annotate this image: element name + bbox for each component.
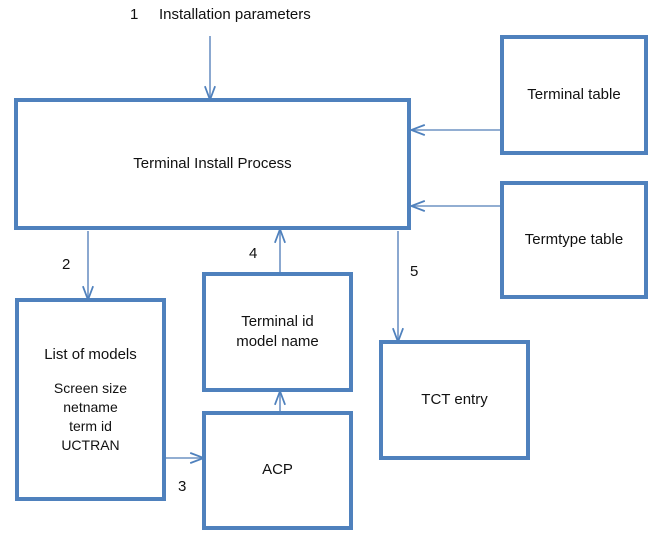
node-tct-entry[interactable]: TCT entry bbox=[379, 340, 530, 460]
node-list-of-models-line-3: term id bbox=[69, 417, 112, 434]
flow-number-5: 5 bbox=[410, 263, 419, 280]
node-terminal-id-model-name[interactable]: Terminal id model name bbox=[202, 272, 353, 392]
node-termtype-table-label: Termtype table bbox=[524, 230, 624, 248]
installation-parameters-label: Installation parameters bbox=[159, 6, 311, 23]
node-terminal-install-process[interactable]: Terminal Install Process bbox=[14, 98, 411, 230]
flow-number-2: 2 bbox=[62, 256, 71, 273]
node-terminal-install-process-label: Terminal Install Process bbox=[133, 154, 292, 172]
flow-number-1: 1 bbox=[130, 6, 139, 23]
node-list-of-models-line-2: netname bbox=[63, 398, 118, 415]
node-terminal-id-line-2: model name bbox=[236, 333, 319, 350]
node-terminal-table-label: Terminal table bbox=[527, 85, 621, 103]
node-acp[interactable]: ACP bbox=[202, 411, 353, 530]
node-acp-label: ACP bbox=[262, 461, 293, 479]
node-termtype-table[interactable]: Termtype table bbox=[500, 181, 648, 299]
node-terminal-id-line-1: Terminal id bbox=[241, 312, 314, 330]
flow-number-3: 3 bbox=[178, 478, 187, 495]
list-of-models-gap bbox=[44, 365, 137, 379]
node-terminal-table[interactable]: Terminal table bbox=[500, 35, 648, 155]
flow-number-4: 4 bbox=[249, 245, 258, 262]
node-list-of-models-line-4: UCTRAN bbox=[61, 436, 120, 453]
node-list-of-models-line-1: Screen size bbox=[53, 379, 128, 396]
node-list-of-models[interactable]: List of models Screen size netname term … bbox=[15, 298, 166, 501]
node-tct-entry-label: TCT entry bbox=[421, 390, 488, 408]
node-list-of-models-title: List of models bbox=[44, 345, 137, 363]
